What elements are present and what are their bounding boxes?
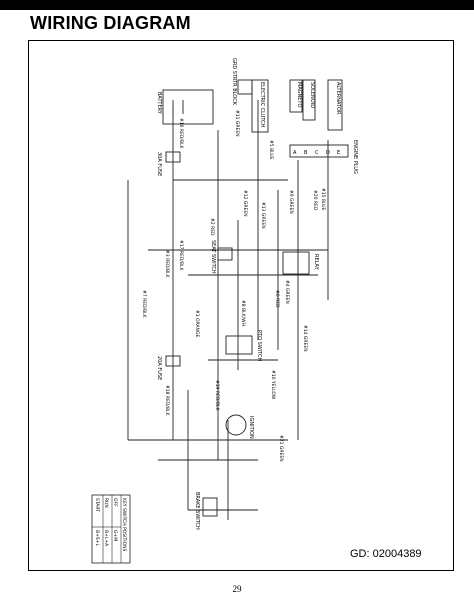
battery-label: BATTERY <box>156 92 162 115</box>
magneto-label: MAGNETO <box>296 82 302 107</box>
wire-label: #21 GREEN <box>278 435 284 462</box>
key-table-position: START <box>94 498 100 512</box>
solenoid-label: SOLENOID <box>309 82 315 108</box>
wire-label: #18 RED/BLK <box>164 385 170 416</box>
diagram-frame <box>28 40 454 571</box>
diagram-code: GD: 02004389 <box>350 548 422 560</box>
wire-label: #14 GREEN <box>302 325 308 352</box>
seat-switch-label: SEAT SWITCH <box>210 240 216 274</box>
alternator-label: ALTERNATOR <box>335 82 341 115</box>
key-table-position: OFF <box>112 498 118 507</box>
page-title: WIRING DIAGRAM <box>30 13 191 33</box>
wire-label: #13 GREEN <box>260 202 266 229</box>
electric-clutch-label: ELECTRIC CLUTCH <box>259 82 265 128</box>
wire-label: #12 GREEN <box>242 190 248 217</box>
wire-label: #10 YELLOW <box>270 370 276 400</box>
key-switch-table: KEY SWITCH POSITIONS OFF G+M RUN B+L+A S… <box>91 494 131 564</box>
pto-switch-label: PTO SWITCH <box>256 330 262 361</box>
ignition-switch-label: IGNITION <box>248 416 254 439</box>
key-table-circuit: B+S+L <box>94 530 100 546</box>
key-table-circuit: G+M <box>112 530 118 541</box>
wire-label: #15 BLUE <box>320 188 326 211</box>
engine-plug-pin: C <box>315 150 319 156</box>
page-number: 29 <box>232 584 242 594</box>
wire-label: #7 RED/BLK <box>141 290 147 319</box>
engine-plug-label: ENGINE PLUG <box>352 140 358 174</box>
engine-plug-pin: A <box>293 150 297 156</box>
engine-plug-pin: B <box>304 150 308 156</box>
engine-plug-pin: D <box>326 150 330 156</box>
key-table-header: KEY SWITCH POSITIONS <box>121 498 127 551</box>
engine-plug-pin: E <box>337 150 340 156</box>
wire-label: #2 RED <box>209 218 215 236</box>
wire-label: #3 RED/BLK <box>164 250 170 279</box>
top-black-band <box>0 0 474 10</box>
fuse-30a-label: 30A FUSE <box>156 152 162 176</box>
wire-label: #6 RED <box>274 290 280 308</box>
wire-label: #17 RED/BLK <box>178 240 184 271</box>
key-table-circuit: B+L+A <box>103 530 109 547</box>
wire-label: #11 GREEN <box>234 110 240 137</box>
brake-switch-label: BRAKE SWITCH <box>194 492 200 530</box>
wire-label: #9 GREEN <box>288 190 294 214</box>
wire-label: #4 GREEN <box>284 280 290 304</box>
grd-starter-block-label: GRD STRTR BLOCK <box>231 58 237 106</box>
wire-label: #1 ORANGE <box>194 310 200 337</box>
key-table-position: RUN <box>103 498 109 508</box>
wiring-diagram: A B C D E BATTERY GRD STRTR BLOCK ELECTR… <box>91 58 358 564</box>
wire-label: #20 RED <box>312 190 318 211</box>
wire-label: #8 BLK/WH <box>240 300 246 326</box>
fuse-20a-label: 20A FUSE <box>156 356 162 380</box>
wire-label: #19 RED/BLK <box>214 380 220 411</box>
wire-label: #16 RED/BLK <box>178 118 184 149</box>
wire-label: #5 BLUE <box>268 140 274 160</box>
relay-label: RELAY <box>313 254 319 271</box>
